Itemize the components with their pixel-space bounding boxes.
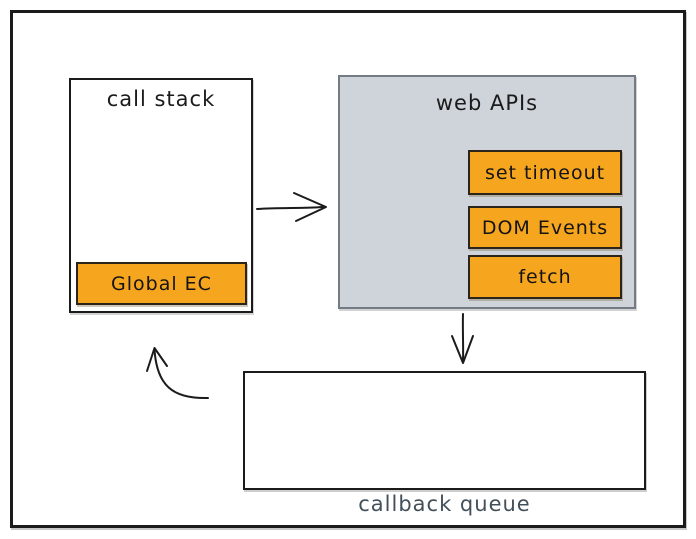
call-stack-box: call stack Global EC — [69, 78, 253, 313]
web-apis-title: web APIs — [435, 91, 539, 115]
web-apis-items: set timeout DOM Events fetch — [468, 150, 622, 299]
dom-events-item: DOM Events — [468, 206, 622, 249]
outer-frame — [10, 10, 686, 528]
call-stack-title: call stack — [106, 87, 216, 111]
callback-queue-title: callback queue — [358, 492, 531, 516]
global-ec-item: Global EC — [76, 262, 247, 305]
callback-queue-box — [243, 371, 646, 490]
set-timeout-item: set timeout — [468, 150, 622, 195]
fetch-item: fetch — [468, 255, 622, 299]
web-apis-box: web APIs set timeout DOM Events fetch — [338, 75, 636, 309]
